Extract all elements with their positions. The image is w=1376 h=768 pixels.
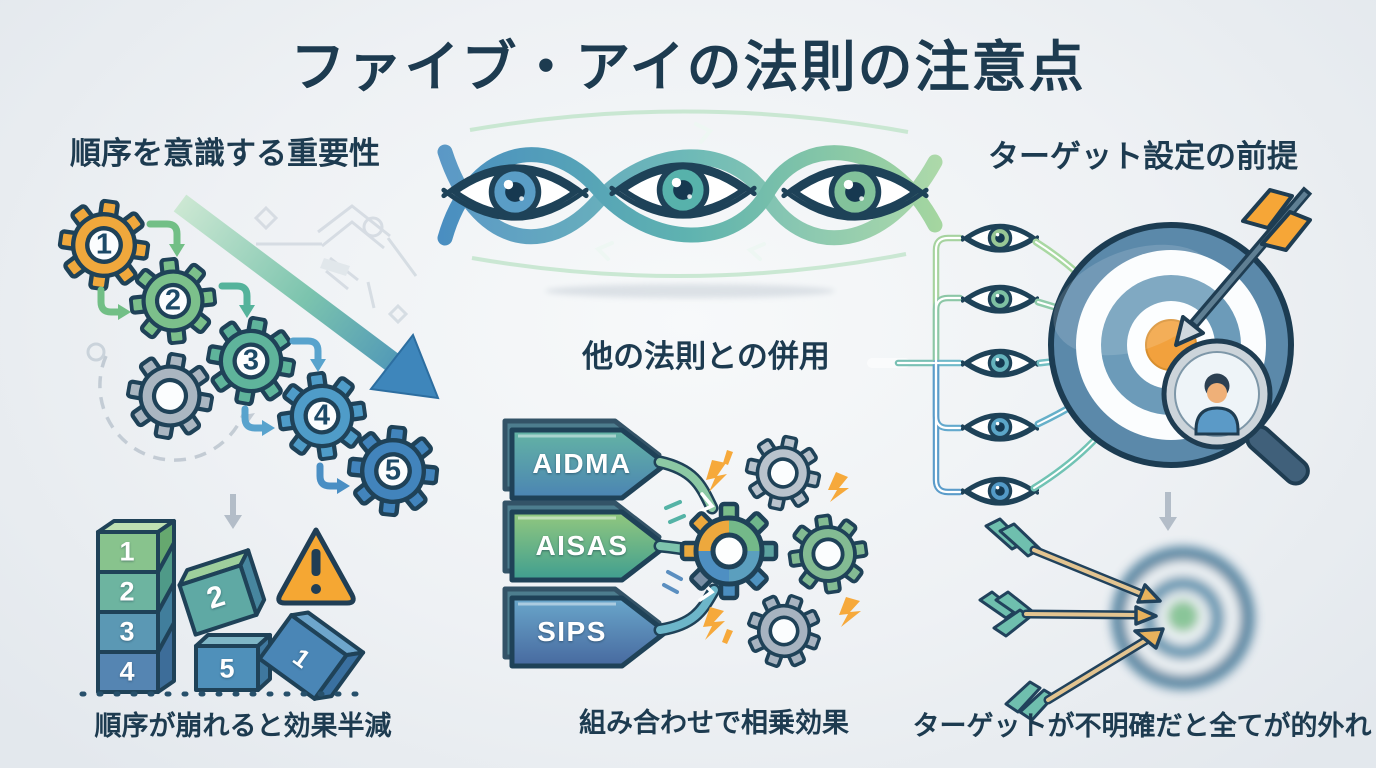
multicolor-gear-icon: [679, 501, 779, 601]
descending-arrow-icon: [173, 194, 440, 400]
target-section-heading: ターゲット設定の前提: [988, 139, 1298, 174]
missed-arrows: [978, 517, 1165, 722]
eye-icon-1: [961, 223, 1039, 253]
falling-block-2: [177, 548, 267, 637]
gear-number-1: 1: [95, 228, 113, 261]
eye-icon-big-1: [444, 167, 587, 219]
combine-section-heading: 他の法則との併用: [582, 339, 830, 374]
gear-icon-gray: [121, 347, 218, 444]
eye-icon-5: [961, 476, 1039, 506]
spark-icons: [703, 450, 861, 644]
tag-aisas: AISAS: [535, 530, 629, 561]
ribbon-shadow: [545, 284, 835, 298]
order-section-caption: 順序が崩れると効果半減: [94, 711, 392, 741]
order-section-heading: 順序を意識する重要性: [70, 136, 380, 171]
eye-ribbon: [437, 109, 943, 279]
block-5: [194, 633, 272, 692]
block-5-number: 5: [219, 653, 235, 684]
eye-icon-2: [961, 284, 1039, 314]
gear-number-3: 3: [242, 344, 260, 377]
magnifier-icon: [1161, 338, 1310, 486]
eye-icon-3: [961, 348, 1039, 378]
eye-icon-4: [961, 412, 1039, 442]
gear-icon-gray-bottom: [736, 583, 832, 679]
down-arrow-icon-right: [1159, 492, 1177, 531]
target-section-caption: ターゲットが不明確だと全てが的外れ: [912, 711, 1372, 741]
person-icon: [1194, 373, 1240, 436]
page-title: ファイブ・アイの法則の注意点: [290, 36, 1086, 98]
missed-arrow-3: [1004, 627, 1165, 722]
gear-icon-gray-top: [737, 427, 829, 519]
background-sketch: [253, 204, 418, 325]
block-stack: [96, 519, 176, 694]
stack-number-2: 2: [119, 576, 135, 607]
hit-arrow-icon: [1174, 186, 1313, 347]
eye-bracket-lines: [867, 234, 964, 496]
gear-number-4: 4: [313, 399, 331, 432]
fallen-block-1: [257, 610, 366, 701]
tag-aidma: AIDMA: [532, 448, 632, 479]
gear-number-5: 5: [384, 454, 402, 487]
missed-arrow-2: [978, 590, 1158, 638]
stack-number-1: 1: [119, 536, 135, 567]
warning-icon: [276, 527, 356, 606]
combine-section-caption: 組み合わせで相乗効果: [579, 708, 849, 738]
stack-number-4: 4: [119, 656, 135, 687]
stack-number-3: 3: [119, 616, 135, 647]
step-connector-arrows: [97, 220, 350, 494]
down-arrow-icon-left: [224, 494, 242, 529]
gear-icon-green: [782, 508, 874, 600]
tag-sips: SIPS: [537, 616, 607, 647]
missed-arrow-1: [984, 517, 1162, 604]
gear-number-2: 2: [164, 284, 182, 317]
framework-tags: [502, 418, 669, 669]
